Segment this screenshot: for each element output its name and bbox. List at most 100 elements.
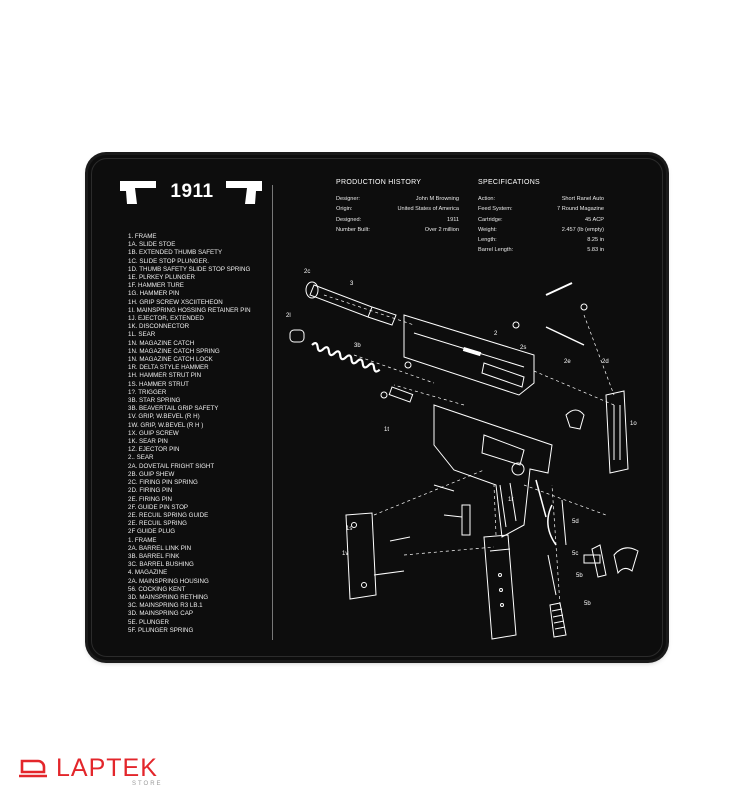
- parts-list-item: 1X. GUIP SCREW: [128, 429, 179, 437]
- beavertail-part: [613, 547, 639, 575]
- parts-list-item: 1B. EXTENDED THUMB SAFETY: [128, 249, 223, 257]
- parts-list-item: 1H. HAMMER STRUT PIN: [128, 372, 202, 380]
- info-label: Action:: [478, 196, 496, 202]
- diagram-callout-label: 2c: [304, 269, 310, 275]
- parts-list-item: 3D. MAINSPRING CAP: [128, 610, 193, 618]
- specifications-heading: SPECIFICATIONS: [478, 179, 541, 186]
- info-value: Over 2 million: [424, 226, 459, 233]
- barrel-part: [305, 281, 397, 326]
- small-parts: [373, 282, 601, 596]
- info-label: Cartridge:: [478, 216, 503, 223]
- production-history: PRODUCTION HISTORY Designer: John M Brown…: [336, 179, 459, 235]
- hammer-part: [565, 409, 585, 430]
- info-value: 8.25 in: [587, 237, 604, 244]
- production-heading: PRODUCTION HISTORY: [336, 179, 422, 186]
- parts-list-item: 1K. DISCONNECTOR: [128, 323, 190, 331]
- diagram-callout-label: 5d: [572, 519, 579, 525]
- info-label: Barrel Length:: [478, 247, 514, 254]
- parts-list-item: 1H. GRIP SCREW XSCIITEHEON: [128, 298, 223, 306]
- parts-list-item: 2F. GUIDE PIN STOP: [128, 503, 189, 511]
- parts-list-item: 2E. RECUIL SPRING GUIDE: [128, 511, 209, 519]
- parts-list-item: 2C. FIRING PIN SPRING: [128, 479, 198, 487]
- parts-list-item: 1L. SEAR: [128, 331, 156, 339]
- parts-list-item: 5F. PLUNGER SPRING: [128, 626, 194, 634]
- info-row: Designed: 1911: [336, 215, 459, 225]
- pad-title: 1911: [170, 181, 214, 202]
- info-value: 1911: [446, 216, 459, 223]
- diagram-callout-label: 1t: [384, 427, 389, 433]
- parts-list-item: 1W. GRIP, W.BEVEL (R H ): [128, 421, 204, 429]
- grip-safety-part: [591, 544, 607, 578]
- brand-logo: LAPTEK STORE: [10, 752, 185, 792]
- info-label: Designed:: [336, 216, 362, 223]
- parts-list-item: 1A. SLIDE STOE: [128, 241, 176, 249]
- parts-list-item: 1Z. EJECTOR PIN: [128, 446, 180, 454]
- brand-tagline: STORE: [132, 781, 163, 787]
- info-label: Feed System:: [478, 206, 513, 213]
- parts-list-item: 3C. MAINSPRING R3 LB.1: [128, 602, 203, 610]
- parts-list-item: 56. COCKING KENT: [128, 585, 186, 593]
- parts-list-item: 3B. BEAVERTAIL GRIP SAFETY: [128, 405, 219, 413]
- parts-list-item: 1E. PLRKEY PLUNGER: [128, 274, 195, 282]
- info-row: Designer: John M Browning: [336, 194, 459, 204]
- parts-list-item: 1I. MAINSPRING HOSSING RETAINER PIN: [128, 306, 251, 314]
- recoil-spring-part: [311, 342, 381, 373]
- info-value: United States of America: [397, 206, 459, 213]
- diagram-callout-label: 2e: [564, 359, 571, 365]
- grip-panel-part: [605, 390, 629, 474]
- parts-list-item: 1S. HAMMER STRUT: [128, 380, 189, 388]
- info-value: 2.457 (lb (empty): [561, 226, 604, 233]
- info-value: 5.83 in: [587, 247, 604, 254]
- brand-name: LAPTEK: [56, 754, 158, 782]
- parts-list-item: 1J. EJECTOR, EXTENDED: [128, 315, 204, 323]
- info-label: Weight:: [478, 226, 497, 233]
- parts-list-item: 1N. MAGAZINE CATCH SPRING: [128, 347, 220, 355]
- diagram-callout-label: 2: [494, 331, 498, 337]
- title-banner: 1911: [116, 173, 266, 213]
- pistol-icon: [226, 181, 262, 204]
- info-row: Length: 8.25 in: [478, 235, 604, 245]
- diagram-callout-label: 2l: [286, 313, 291, 319]
- parts-list-item: 1N. MAGAZINE CATCH: [128, 339, 195, 347]
- frame-part: [433, 404, 553, 538]
- parts-list-item: 1K. SEAR PIN: [128, 438, 168, 446]
- parts-list-item: 4. MAGAZINE: [128, 569, 168, 577]
- sear-spring-part: [547, 504, 557, 546]
- mainspring-housing-part: [549, 602, 567, 638]
- parts-list-item: 3B. STAR SPRING: [128, 397, 181, 405]
- diagram-callout-label: 1o: [630, 421, 637, 427]
- diagram-callout-label: 1v: [342, 551, 348, 557]
- parts-list-item: 3D. MAINSPRING RETHING: [128, 593, 209, 601]
- info-row: Action:Short Ranel Auto: [478, 194, 604, 204]
- info-label: Designer:: [336, 196, 360, 202]
- parts-list-item: 5E. PLUNGER: [128, 618, 169, 626]
- parts-list-item: 2A. MAINSPRING HOUSING: [128, 577, 209, 585]
- grip-panel-part: [345, 512, 377, 600]
- diagram-callout-label: 5c: [572, 551, 578, 557]
- diagram-callout-label: 5b: [576, 573, 583, 579]
- magazine-part: [483, 534, 517, 640]
- info-label: Origin:: [336, 206, 353, 213]
- info-row: Barrel Length: 5.83 in: [478, 245, 604, 255]
- parts-list-item: 1C. SLIDE STOP PLUNGER.: [128, 257, 209, 265]
- info-value: John M Browning: [415, 196, 459, 202]
- parts-list-item: 1V. GRIP, W.BEVEL (R H): [128, 413, 200, 421]
- diagram-callout-label: 2s: [520, 345, 526, 351]
- parts-list-item: 2B. GUIP SHEW: [128, 470, 175, 478]
- diagram-callout-label: 1s: [346, 526, 352, 532]
- info-label: Length:: [478, 237, 497, 244]
- pistol-icon: [120, 181, 156, 204]
- parts-list-item: 2A. BARREL LINK PIN: [128, 544, 192, 552]
- info-row: Weight: 2.457 (lb (empty): [478, 225, 604, 235]
- info-label: Number Built:: [336, 226, 370, 233]
- info-row: Number Built: Over 2 million: [336, 225, 459, 235]
- parts-list-item: 1N. MAGAZINE CATCH LOCK: [128, 356, 213, 364]
- slide-part: [403, 314, 535, 396]
- parts-list-item: 3C. BARREL BUSHING: [128, 561, 194, 569]
- guide-plug-part: [289, 329, 305, 343]
- parts-list-item: 1F. HAMMER TURE: [128, 282, 184, 290]
- parts-list-item: 1. FRAME: [128, 536, 157, 544]
